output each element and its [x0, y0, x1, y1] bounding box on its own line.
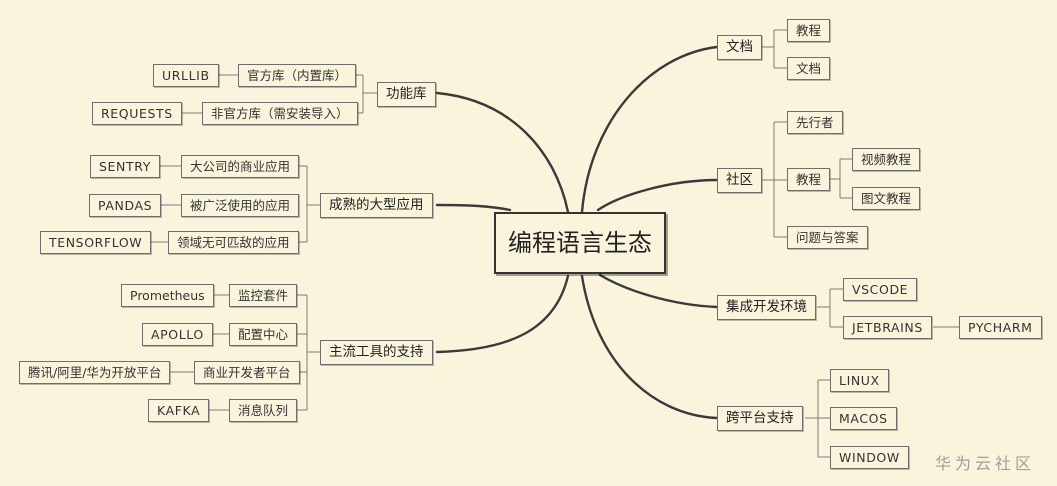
- bracket-apps: [296, 165, 320, 243]
- node-vscode[interactable]: VSCODE: [843, 278, 918, 301]
- topic-tools[interactable]: 主流工具的支持: [320, 340, 433, 365]
- bracket-community: [761, 121, 787, 238]
- node-open-platforms[interactable]: 腾讯/阿里/华为开放平台: [19, 361, 171, 384]
- node-pycharm[interactable]: PYCHARM: [959, 316, 1042, 339]
- topic-docs[interactable]: 文档: [717, 35, 762, 60]
- branch-line-cross: [580, 274, 719, 420]
- node-monitoring[interactable]: 监控套件: [229, 284, 298, 307]
- node-linux[interactable]: LINUX: [830, 369, 889, 392]
- node-pandas[interactable]: PANDAS: [89, 194, 162, 217]
- branch-line-community: [596, 178, 719, 212]
- node-prometheus[interactable]: Prometheus: [121, 284, 214, 307]
- bracket-ide: [817, 288, 843, 328]
- topic-libs[interactable]: 功能库: [377, 82, 436, 107]
- topic-community[interactable]: 社区: [717, 168, 762, 193]
- node-qa[interactable]: 问题与答案: [787, 226, 868, 249]
- topic-apps[interactable]: 成熟的大型应用: [320, 193, 433, 218]
- node-video-tutorial[interactable]: 视频教程: [852, 148, 921, 171]
- node-graphic-tutorial[interactable]: 图文教程: [852, 187, 921, 210]
- node-bigco-apps[interactable]: 大公司的商业应用: [181, 155, 300, 178]
- node-pioneers[interactable]: 先行者: [787, 111, 843, 134]
- node-docs-doc[interactable]: 文档: [787, 57, 831, 80]
- branch-line-libs: [435, 91, 570, 214]
- node-community-tutorial[interactable]: 教程: [787, 168, 831, 191]
- node-message-queue[interactable]: 消息队列: [229, 399, 298, 422]
- branch-line-apps: [435, 203, 512, 212]
- node-wide-apps[interactable]: 被广泛使用的应用: [181, 194, 300, 217]
- node-unofficial-lib[interactable]: 非官方库（需安装导入）: [202, 102, 358, 125]
- bracket-libs: [350, 74, 377, 114]
- node-apollo[interactable]: APOLLO: [142, 323, 213, 346]
- branch-line-docs: [580, 45, 719, 214]
- bracket-docs: [761, 29, 787, 69]
- bracket-cross: [805, 379, 830, 458]
- topic-cross-platform[interactable]: 跨平台支持: [717, 406, 803, 431]
- bracket-tools: [296, 294, 320, 411]
- watermark-text: 华为云社区: [935, 454, 1036, 473]
- node-windows[interactable]: WINDOW: [830, 446, 909, 469]
- node-commercial-platform[interactable]: 商业开发者平台: [194, 361, 300, 384]
- node-config-center[interactable]: 配置中心: [229, 323, 298, 346]
- node-requests[interactable]: REQUESTS: [92, 102, 182, 125]
- bracket-community-tutorial: [828, 158, 852, 199]
- node-tensorflow[interactable]: TENSORFLOW: [40, 231, 152, 254]
- node-kafka[interactable]: KAFKA: [148, 399, 210, 422]
- node-jetbrains[interactable]: JETBRAINS: [843, 316, 932, 339]
- node-urllib[interactable]: URLLIB: [153, 64, 219, 87]
- branch-line-tools: [435, 274, 570, 354]
- node-macos[interactable]: MACOS: [830, 407, 897, 430]
- topic-ide[interactable]: 集成开发环境: [717, 295, 816, 320]
- branch-line-ide: [598, 273, 719, 309]
- node-official-lib[interactable]: 官方库（内置库）: [238, 64, 357, 87]
- node-sentry[interactable]: SENTRY: [90, 155, 160, 178]
- node-docs-tutorial[interactable]: 教程: [787, 19, 831, 42]
- node-peerless-apps[interactable]: 领域无可匹敌的应用: [168, 231, 299, 254]
- root-topic[interactable]: 编程语言生态: [494, 212, 666, 274]
